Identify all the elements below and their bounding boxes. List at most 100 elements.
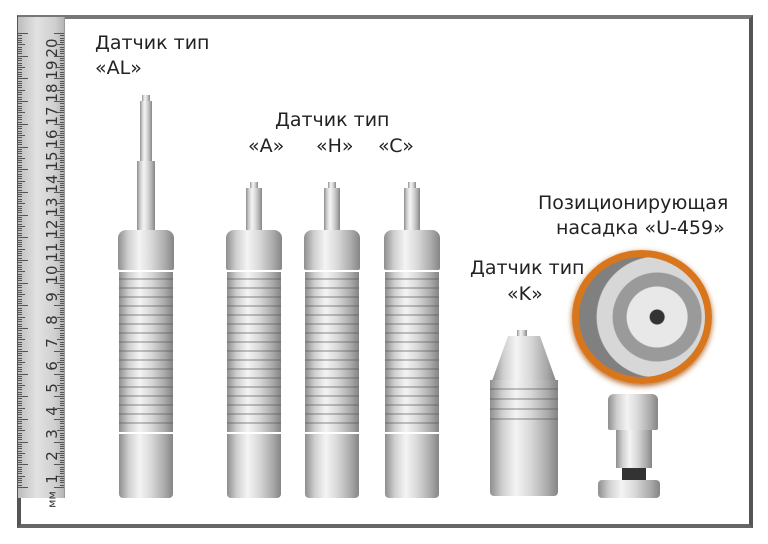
ruler-tick — [18, 235, 22, 237]
ruler-tick — [57, 316, 64, 318]
ruler-tick — [60, 312, 64, 314]
ruler-tick — [57, 89, 64, 91]
ruler-number: 20 — [43, 38, 61, 58]
ruler-tick — [60, 300, 64, 302]
ruler-tick — [18, 116, 22, 118]
ruler-tick — [54, 396, 64, 398]
ruler-tick — [18, 393, 22, 395]
ruler-tick — [18, 473, 22, 475]
ruler-tick — [18, 85, 22, 87]
ruler-tick — [18, 255, 22, 257]
ruler-tick — [60, 210, 64, 212]
ruler-tick — [60, 239, 64, 241]
rib — [227, 332, 281, 334]
ruler-tick — [60, 85, 64, 87]
ruler-tick — [18, 305, 28, 307]
ruler-tick — [60, 114, 64, 116]
ruler-tick — [60, 341, 64, 343]
rib — [490, 388, 558, 390]
rib — [227, 323, 281, 325]
ruler-tick — [18, 250, 22, 252]
rib — [385, 422, 439, 424]
ruler-tick — [60, 57, 64, 59]
ruler-tick — [18, 266, 22, 268]
rib — [227, 350, 281, 352]
ruler-number: 17 — [43, 106, 61, 126]
rib — [227, 422, 281, 424]
ruler-tick — [18, 364, 22, 366]
ruler-tick — [18, 139, 22, 141]
ruler-tick — [18, 409, 22, 411]
ruler-tick — [54, 101, 64, 103]
ruler-tick — [18, 67, 25, 69]
ruler-tick — [60, 357, 64, 359]
ruler-tick — [18, 200, 22, 202]
ruler-tick — [18, 439, 22, 441]
ruler-tick — [60, 126, 64, 128]
probe-a-tip — [250, 182, 258, 188]
ruler-tick — [60, 391, 64, 393]
rib — [227, 413, 281, 415]
ruler-tick — [18, 76, 22, 78]
label-c-type: «C» — [378, 135, 414, 157]
ruler-tick — [60, 92, 64, 94]
ruler-tick — [18, 189, 22, 191]
probe-al-tip — [142, 95, 150, 101]
ruler-tick — [18, 35, 22, 37]
ruler-tick — [18, 146, 28, 148]
ruler-tick — [60, 235, 64, 237]
ruler-tick — [18, 157, 25, 159]
ruler-tick — [18, 53, 22, 55]
ruler-tick — [18, 248, 25, 250]
ruler-tick — [60, 425, 64, 427]
ruler-tick — [18, 260, 28, 261]
label-u459-title: Позиционирующая — [538, 192, 729, 214]
rib — [305, 341, 359, 343]
ruler-tick — [18, 309, 22, 311]
ruler-tick — [60, 309, 64, 311]
ruler-tick — [57, 430, 64, 432]
ruler-tick — [57, 452, 64, 454]
probe-h-knurled-cap — [304, 230, 360, 270]
ruler-tick — [18, 323, 22, 325]
ruler-tick — [18, 294, 25, 296]
ruler-tick — [18, 55, 28, 57]
ruler-tick — [18, 205, 22, 207]
ruler-tick — [54, 214, 64, 216]
ruler-tick — [18, 273, 22, 275]
ruler-tick — [18, 487, 28, 488]
probe-c-pin — [404, 188, 420, 230]
ruler-tick — [60, 330, 64, 332]
ruler-tick — [18, 173, 22, 175]
rib — [385, 368, 439, 370]
ruler-tick — [60, 284, 64, 286]
ruler-tick — [18, 196, 22, 198]
ruler-tick — [57, 225, 64, 227]
ruler-tick — [18, 225, 25, 227]
ruler-tick — [57, 203, 64, 205]
ruler-tick — [18, 296, 22, 298]
ruler-tick — [60, 346, 64, 348]
rib — [305, 413, 359, 415]
ruler-tick — [18, 228, 22, 230]
ruler-tick — [60, 446, 64, 448]
ruler-tick — [54, 169, 64, 171]
ruler-tick — [60, 434, 64, 436]
ruler-tick — [18, 378, 22, 380]
label-al-title: Датчик тип — [95, 32, 210, 54]
rib — [227, 341, 281, 343]
ruler-tick — [60, 307, 64, 309]
rib — [305, 377, 359, 379]
ruler-tick — [57, 362, 64, 364]
ruler-tick — [18, 350, 28, 352]
ruler-tick — [18, 119, 22, 121]
probe-k-tip — [517, 330, 527, 336]
ruler-tick — [60, 450, 64, 452]
ruler-tick — [54, 237, 64, 239]
ruler-tick — [60, 216, 64, 218]
ruler-tick — [57, 67, 64, 69]
rib — [227, 386, 281, 388]
probe-al-ribbed-body — [119, 272, 173, 432]
ruler-tick — [18, 480, 22, 482]
ruler-tick — [18, 112, 25, 114]
